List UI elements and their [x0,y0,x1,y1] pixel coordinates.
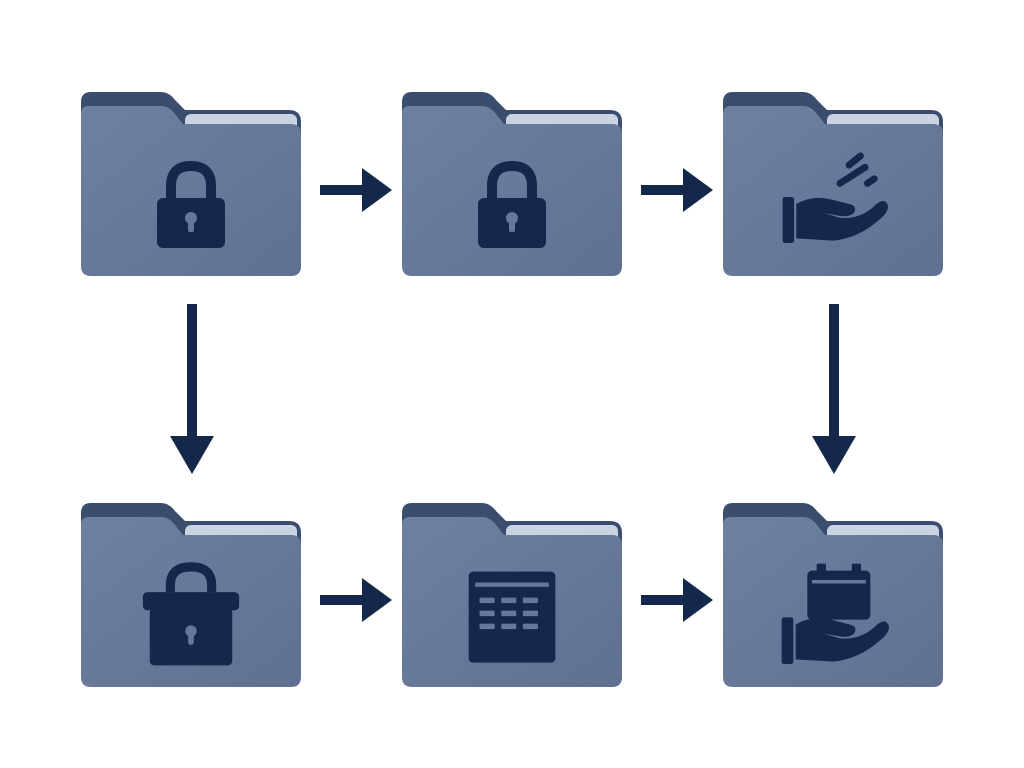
folder-bottom-right[interactable] [723,503,943,687]
arrow-top-left-to-top-middle [320,168,392,212]
folder-bottom-middle[interactable] [402,503,622,687]
arrow-bottom-left-to-bottom-middle [320,578,392,622]
arrow-bottom-middle-to-bottom-right [641,578,713,622]
calendar-grid-icon [468,571,556,663]
arrow-top-middle-to-top-right [641,168,713,212]
folder-bottom-left[interactable] [81,503,301,687]
arrow-top-left-to-bottom-left [170,304,214,474]
arrow-top-right-to-bottom-right [812,304,856,474]
padlock-icon [157,160,225,248]
hand-holding-box-icon [781,563,889,664]
folder-top-middle[interactable] [402,92,622,276]
open-hand-icon [782,152,888,243]
lockable-box-icon [142,562,240,666]
folder-top-left[interactable] [81,92,301,276]
padlock-icon [478,160,546,248]
folder-top-right[interactable] [723,92,943,276]
